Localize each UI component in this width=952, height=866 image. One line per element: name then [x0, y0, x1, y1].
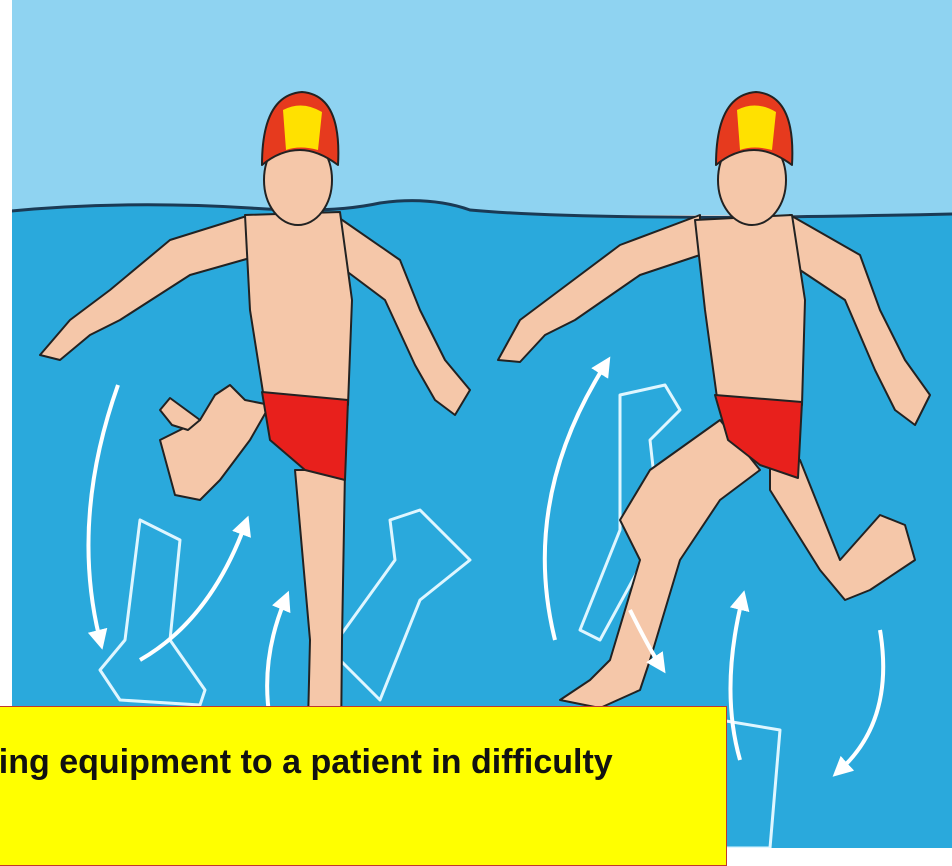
- sky: [0, 0, 952, 215]
- torso: [245, 212, 352, 405]
- swim-cap-stripe: [283, 105, 322, 150]
- caption-box: Giving equipment to a patient in difficu…: [0, 706, 727, 866]
- swim-cap-stripe: [737, 105, 776, 150]
- caption-text: Giving equipment to a patient in difficu…: [0, 743, 613, 782]
